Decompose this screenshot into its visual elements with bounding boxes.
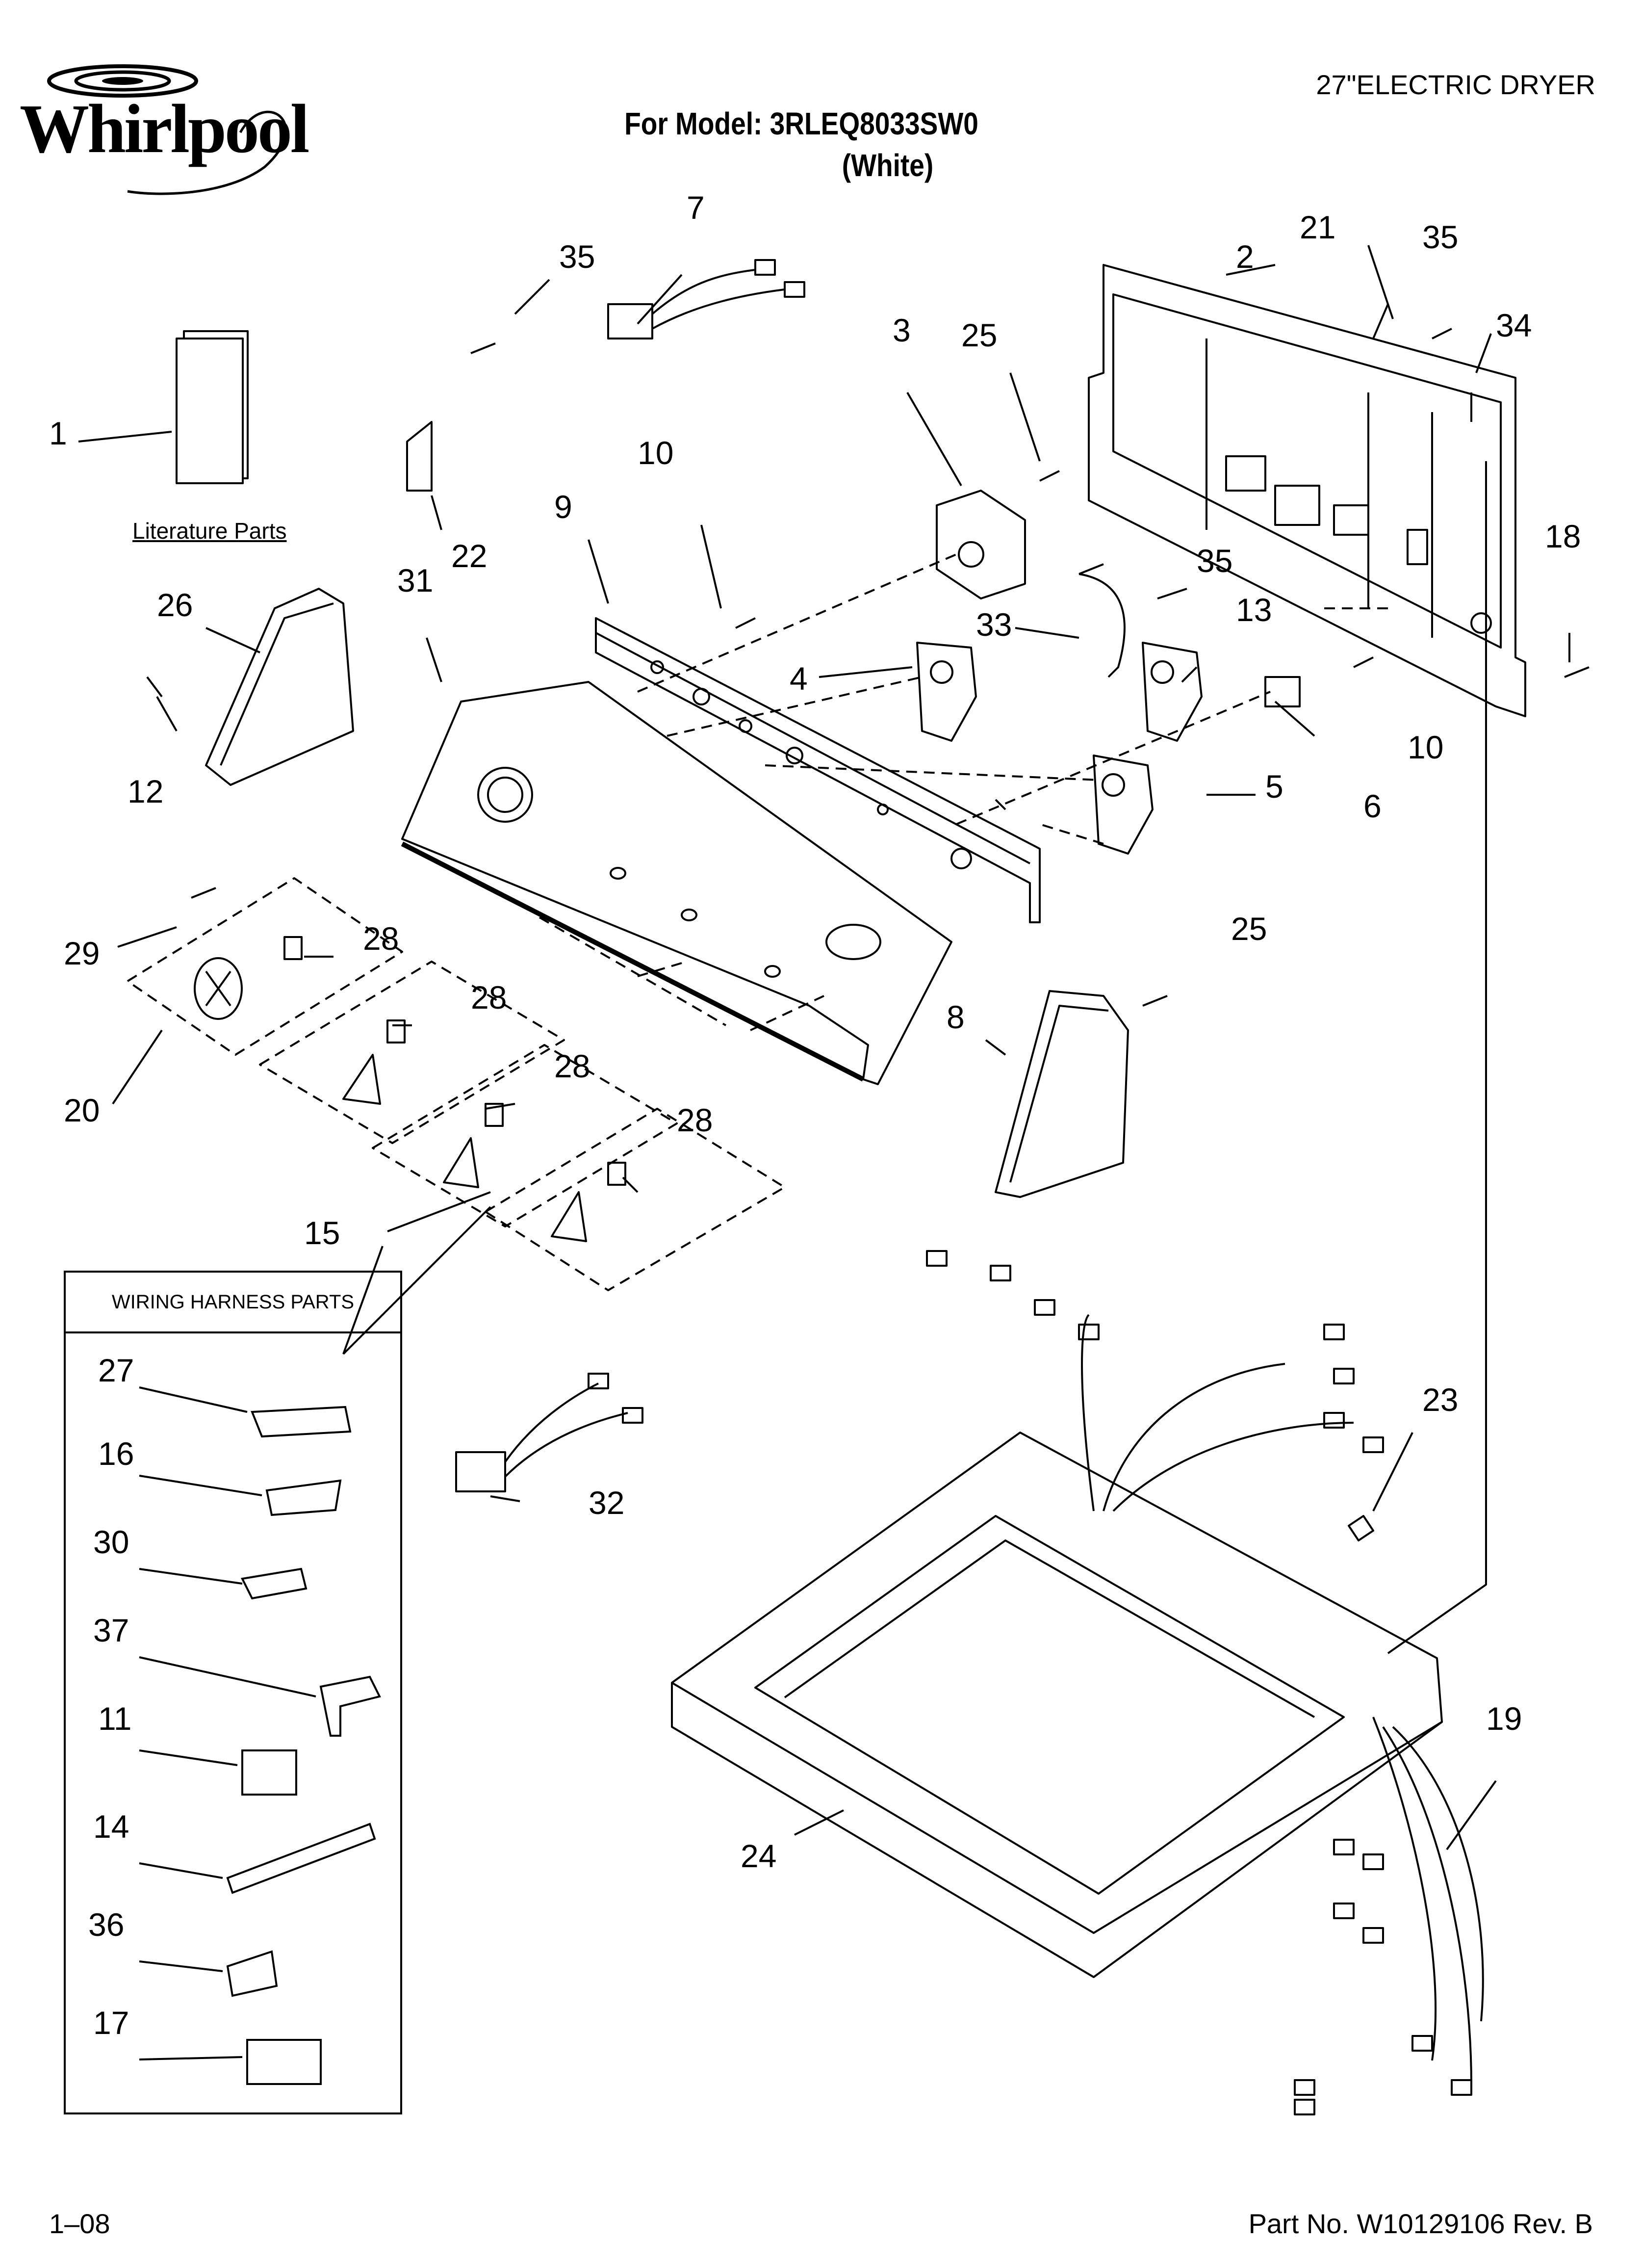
callout-4: 4 bbox=[790, 660, 808, 697]
callout-36: 36 bbox=[88, 1906, 125, 1943]
callout-35c: 35 bbox=[1422, 219, 1459, 255]
swirl-icon bbox=[47, 64, 287, 195]
harness-parts-art bbox=[139, 1386, 381, 2085]
wire-33 bbox=[1078, 573, 1126, 678]
literature-parts-label: Literature Parts bbox=[132, 518, 287, 544]
knob-3 bbox=[551, 1191, 587, 1242]
harness-plug-mid bbox=[455, 1373, 643, 1492]
clip-4 bbox=[607, 1162, 626, 1186]
wiring-harness-main bbox=[926, 1250, 1484, 2115]
callout-28c: 28 bbox=[554, 1048, 590, 1084]
callout-14: 14 bbox=[93, 1808, 129, 1845]
knob-zones bbox=[127, 553, 1393, 1291]
callout-21: 21 bbox=[1300, 209, 1336, 245]
callout-22: 22 bbox=[451, 538, 487, 574]
connector-11 bbox=[241, 1749, 297, 1796]
callout-18: 18 bbox=[1545, 518, 1581, 554]
callout-34: 34 bbox=[1496, 307, 1532, 343]
callout-7: 7 bbox=[687, 189, 705, 226]
knob-2 bbox=[443, 1137, 479, 1188]
product-title: 27"ELECTRIC DRYER bbox=[1316, 69, 1595, 100]
callout-2: 2 bbox=[1236, 238, 1254, 275]
callout-17: 17 bbox=[93, 2005, 129, 2041]
callout-9: 9 bbox=[554, 489, 572, 525]
connector-16 bbox=[265, 1479, 342, 1516]
model-color: (White) bbox=[842, 148, 934, 183]
connector-36 bbox=[226, 1950, 278, 1997]
console-bracket bbox=[595, 617, 1041, 923]
timer-knob bbox=[194, 957, 243, 1020]
clip-1 bbox=[283, 936, 303, 960]
callout-15: 15 bbox=[304, 1215, 340, 1251]
callout-13: 13 bbox=[1236, 592, 1272, 628]
callout-37: 37 bbox=[93, 1612, 129, 1648]
tie-wrap-14 bbox=[226, 1823, 376, 1894]
harness-plug-top bbox=[607, 259, 805, 339]
callout-23: 23 bbox=[1422, 1382, 1459, 1418]
callout-11: 11 bbox=[98, 1700, 132, 1737]
callout-28d: 28 bbox=[677, 1102, 713, 1138]
wiring-harness-parts-box: WIRING HARNESS PARTS bbox=[64, 1271, 402, 2114]
push-to-start-switch bbox=[1142, 642, 1203, 742]
ground-wire bbox=[1387, 461, 1487, 1654]
callout-31: 31 bbox=[397, 562, 434, 599]
rear-console-panel bbox=[1088, 264, 1526, 717]
harness-box-title: WIRING HARNESS PARTS bbox=[66, 1273, 400, 1333]
callout-30: 30 bbox=[93, 1524, 129, 1560]
callout-5: 5 bbox=[1265, 768, 1283, 805]
callout-10a: 10 bbox=[638, 435, 674, 471]
signal-switch bbox=[1093, 755, 1154, 855]
clip-2 bbox=[386, 1019, 406, 1043]
callout-35b: 35 bbox=[1197, 543, 1233, 579]
callout-28a: 28 bbox=[363, 920, 399, 957]
callout-6: 6 bbox=[1363, 788, 1382, 824]
callout-20: 20 bbox=[64, 1092, 100, 1128]
callout-35a: 35 bbox=[559, 238, 595, 275]
connector-17 bbox=[246, 2039, 322, 2085]
selector-switch bbox=[916, 642, 977, 742]
callout-26: 26 bbox=[157, 587, 193, 623]
leader-lines bbox=[78, 245, 1570, 1851]
footer-date: 1–08 bbox=[49, 2208, 110, 2239]
whirlpool-logo: Whirlpool bbox=[10, 59, 324, 201]
knob-1 bbox=[342, 1054, 381, 1105]
callout-16: 16 bbox=[98, 1435, 134, 1472]
timer-switch bbox=[936, 490, 1026, 600]
buzzer bbox=[1264, 676, 1301, 707]
console-panel bbox=[401, 681, 952, 1085]
callout-33: 33 bbox=[976, 606, 1012, 643]
callout-27: 27 bbox=[98, 1352, 134, 1388]
callout-25b: 25 bbox=[1231, 911, 1267, 947]
terminal-30 bbox=[241, 1567, 308, 1600]
dryer-top bbox=[671, 1432, 1443, 1978]
clip-37 bbox=[319, 1675, 381, 1737]
brand-wordmark: Whirlpool bbox=[20, 90, 309, 167]
callout-32: 32 bbox=[589, 1485, 625, 1521]
model-number: For Model: 3RLEQ8033SW0 bbox=[624, 106, 978, 141]
footer-part-number: Part No. W10129106 Rev. B bbox=[1248, 2208, 1593, 2239]
callout-25a: 25 bbox=[961, 317, 998, 353]
connector-27 bbox=[251, 1406, 352, 1438]
literature-booklet bbox=[176, 330, 249, 484]
callout-1: 1 bbox=[49, 415, 67, 451]
callout-12: 12 bbox=[128, 773, 164, 809]
callout-19: 19 bbox=[1486, 1700, 1522, 1737]
callout-10b: 10 bbox=[1408, 729, 1444, 765]
console-end-cap bbox=[995, 990, 1129, 1198]
callout-24: 24 bbox=[741, 1838, 777, 1874]
hinge-bracket bbox=[406, 421, 433, 492]
callout-28b: 28 bbox=[471, 979, 507, 1016]
screws bbox=[146, 328, 1590, 1007]
end-cap-left bbox=[205, 588, 354, 786]
callout-3: 3 bbox=[893, 312, 911, 348]
callout-29: 29 bbox=[64, 935, 100, 971]
callout-8: 8 bbox=[947, 999, 965, 1035]
